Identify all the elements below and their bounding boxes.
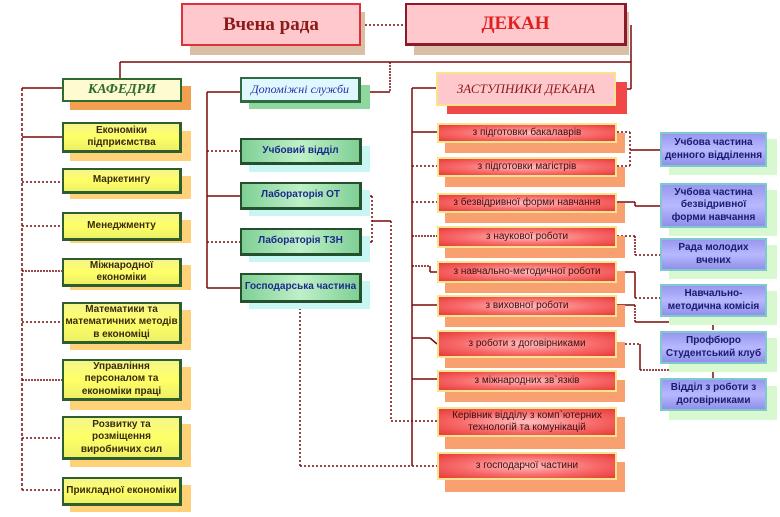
department-label: Розвитку та розміщення виробничих сил [80,418,163,455]
services-title: Допоміжні служби [250,82,350,96]
unit-box[interactable]: Учбова частина денного відділення [660,132,767,167]
deputy-label: з підготовки магістрів [477,160,577,172]
unit-box[interactable]: Навчально- методична комісія [660,284,767,317]
unit-label: Профбюро Студентський клуб [665,335,762,359]
deputies-title-box[interactable]: ЗАСТУПНИКИ ДЕКАНА [436,72,616,106]
services-title-box[interactable]: Допоміжні служби [240,77,361,103]
service-label: Лабораторія ТЗН [258,235,343,247]
department-box[interactable]: Міжнародної економіки [62,258,182,287]
unit-box[interactable]: Рада молодих вчених [660,238,767,271]
unit-label: Рада молодих вчених [678,242,749,266]
department-label: Математики та математичних методів в еко… [65,303,178,340]
service-box[interactable]: Господарська частина [240,273,362,303]
dean-box[interactable]: ДЕКАН [405,3,627,46]
deputy-box[interactable]: з міжнародних зв`язків [437,370,617,392]
deputy-box[interactable]: з навчально-методичної роботи [437,261,617,283]
department-label: Менеджменту [87,219,156,231]
deputy-box[interactable]: Керівник відділу з комп`ютерних технолог… [437,407,617,437]
dean-label: ДЕКАН [481,13,550,35]
unit-label: Учбова частина безвідривної форми навчан… [671,186,756,223]
department-label: Міжнародної економіки [89,259,154,284]
department-label: Маркетингу [92,174,151,186]
deputy-box[interactable]: з господарчої частини [437,452,617,480]
unit-box[interactable]: Учбова частина безвідривної форми навчан… [660,183,767,228]
deputy-label: з наукової роботи [485,230,569,242]
deputy-box[interactable]: з підготовки магістрів [437,157,617,177]
deputy-box[interactable]: з підготовки бакалаврів [437,123,617,143]
deputy-label: з виховної роботи [485,299,569,311]
deputy-label: з підготовки бакалаврів [472,126,582,138]
unit-box[interactable]: Відділ з роботи з договірниками [660,378,767,411]
department-box[interactable]: Розвитку та розміщення виробничих сил [62,416,182,460]
service-box[interactable]: Учбовий відділ [240,138,362,165]
service-label: Лабораторія ОТ [260,189,341,201]
service-box[interactable]: Лабораторія ТЗН [240,228,362,256]
academic-council-label: Вчена рада [223,13,319,35]
deputy-label: з навчально-методичної роботи [453,265,601,277]
deputy-label: з безвідривної форми навчання [453,196,601,208]
unit-label: Відділ з роботи з договірниками [670,382,757,406]
unit-label: Учбова частина денного відділення [664,137,763,161]
department-box[interactable]: Маркетингу [62,168,182,194]
deputy-box[interactable]: з виховної роботи [437,295,617,317]
departments-title: КАФЕДРИ [87,82,157,98]
deputy-label: Керівник відділу з комп`ютерних технолог… [452,409,602,434]
department-label: Прикладної економіки [66,484,177,496]
service-label: Господарська частина [244,281,357,293]
departments-title-box[interactable]: КАФЕДРИ [62,78,182,102]
unit-box[interactable]: Профбюро Студентський клуб [660,331,767,364]
deputy-label: з роботи з договірниками [468,337,586,349]
deputies-title: ЗАСТУПНИКИ ДЕКАНА [456,80,596,96]
department-box[interactable]: Менеджменту [62,212,182,241]
deputy-box[interactable]: з роботи з договірниками [437,330,617,358]
service-label: Учбовий відділ [262,144,339,156]
department-box[interactable]: Прикладної економіки [62,477,182,506]
department-label: Управління персоналом та економіки праці [81,360,162,397]
department-box[interactable]: Управління персоналом та економіки праці [62,359,182,401]
department-box[interactable]: Математики та математичних методів в еко… [62,302,182,344]
deputy-box[interactable]: з наукової роботи [437,226,617,248]
deputy-label: з міжнародних зв`язків [474,374,580,386]
academic-council-box[interactable]: Вчена рада [181,3,361,46]
deputy-label: з господарчої частини [475,459,579,471]
service-box[interactable]: Лабораторія ОТ [240,182,362,210]
deputy-box[interactable]: з безвідривної форми навчання [437,193,617,213]
department-box[interactable]: Економіки підприємства [62,122,182,153]
department-label: Економіки підприємства [87,124,156,149]
unit-label: Навчально- методична комісія [667,288,760,312]
